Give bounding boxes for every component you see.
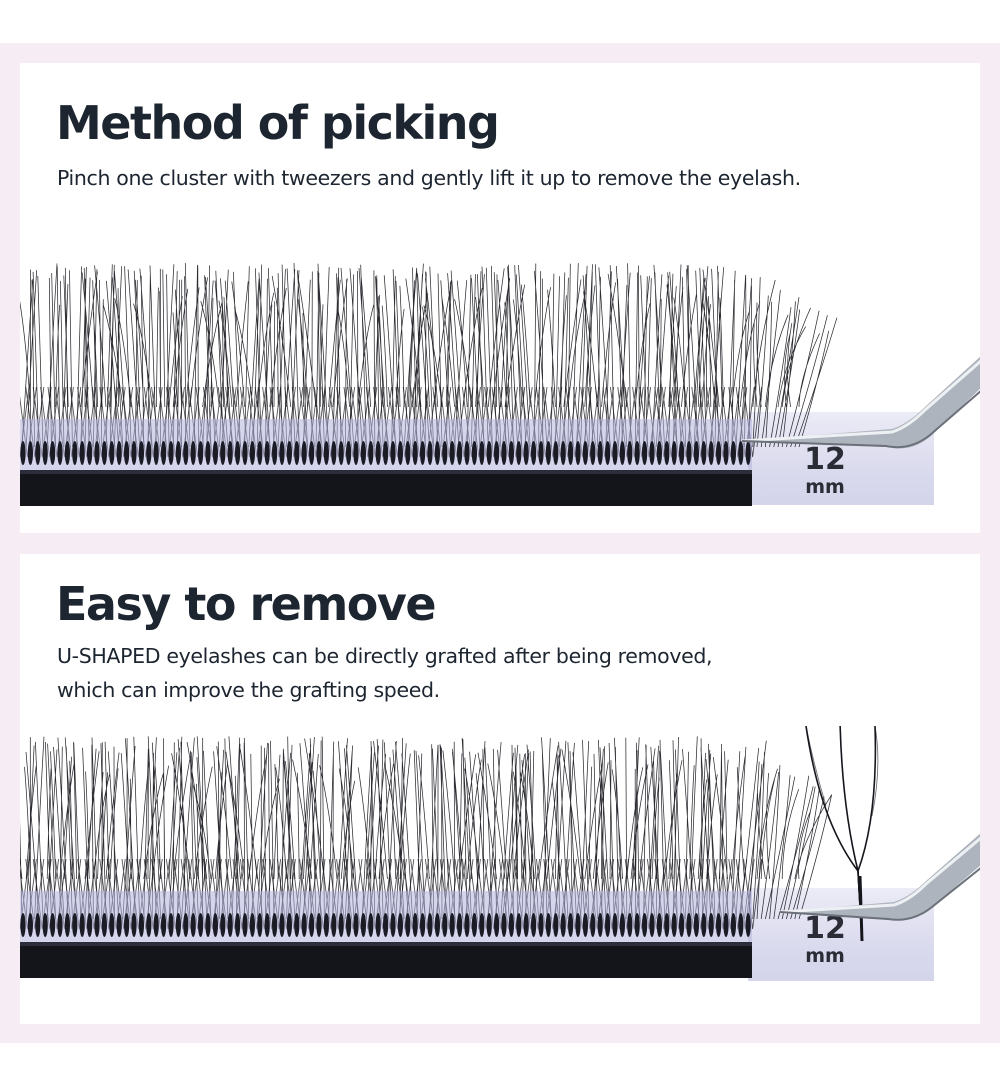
lash-strip [20, 419, 752, 506]
description-line: Pinch one cluster with tweezers and gent… [57, 166, 801, 190]
removed-lash-cluster [805, 726, 879, 942]
lash-length-unit: mm [805, 476, 845, 498]
section-title: Easy to remove [56, 577, 437, 631]
tweezers-icon [741, 356, 980, 449]
section-description: U-SHAPED eyelashes can be directly graft… [57, 639, 713, 707]
easy-to-remove-section: Easy to remove U-SHAPED eyelashes can be… [20, 554, 980, 1024]
lash-strip [20, 891, 752, 978]
tweezers-icon [779, 833, 980, 921]
description-line: U-SHAPED eyelashes can be directly graft… [57, 644, 713, 668]
lash-length-unit: mm [805, 945, 845, 967]
lash-length-value: 12 [804, 911, 846, 946]
lash-length-value: 12 [804, 442, 846, 477]
section-description: Pinch one cluster with tweezers and gent… [57, 161, 801, 195]
section-title: Method of picking [56, 96, 500, 150]
method-of-picking-section: Method of picking Pinch one cluster with… [20, 63, 980, 533]
lash-tray-with-removed-cluster-illustration: 12 mm [20, 726, 980, 986]
description-line: which can improve the grafting speed. [57, 678, 440, 702]
lash-tray-with-tweezers-illustration: 12 mm [20, 257, 980, 517]
page-frame: Method of picking Pinch one cluster with… [0, 43, 1000, 1043]
